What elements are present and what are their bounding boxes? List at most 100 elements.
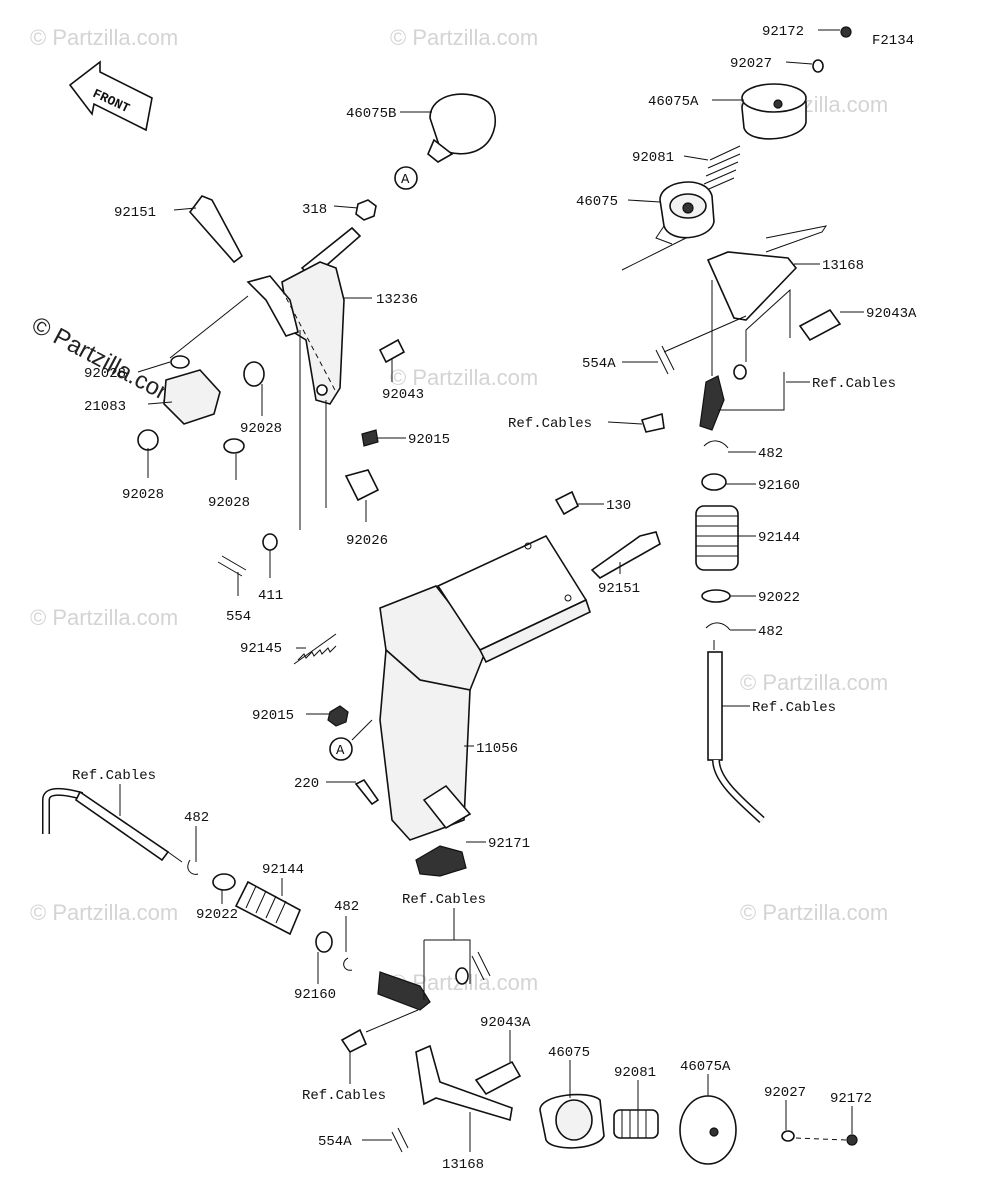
washer-92160 — [701, 473, 727, 491]
part-label: 46075B — [346, 106, 396, 122]
collar-92028 — [223, 438, 245, 454]
part-label: 46075 — [576, 194, 618, 210]
part-label: 554 — [226, 609, 251, 625]
callout-letter: A — [336, 743, 345, 759]
part-label: 92022 — [196, 907, 238, 923]
part-label: 92145 — [240, 641, 282, 657]
part-label: 220 — [294, 776, 319, 792]
eclip-482 — [187, 859, 199, 875]
part-label: Ref.Cables — [812, 376, 896, 392]
spring-92081-top — [701, 145, 741, 193]
part-labels: 46075B 318 92151 13236 92028 21083 92028… — [72, 24, 917, 1173]
part-label: 92160 — [294, 987, 336, 1003]
cotter-pin-554a-top — [655, 345, 675, 375]
watermark: © Partzilla.com — [740, 900, 888, 925]
part-label: Ref.Cables — [508, 416, 592, 432]
lever-13168-bottom — [415, 1044, 513, 1122]
spring-92145 — [297, 645, 337, 661]
stopper-92171 — [415, 845, 467, 877]
part-label: 92043A — [480, 1015, 531, 1031]
part-label: 92151 — [114, 205, 156, 221]
part-label: 11056 — [476, 741, 518, 757]
part-label: 92172 — [762, 24, 804, 40]
leader-lines — [119, 29, 864, 1152]
part-label: 92028 — [208, 495, 250, 511]
eclip-482 — [703, 440, 729, 449]
screw-220 — [354, 778, 380, 806]
screw-92172-bottom — [846, 1134, 858, 1146]
watermark-main: © Partzilla.com — [27, 311, 182, 411]
part-label: 13168 — [442, 1157, 484, 1173]
watermark: © Partzilla.com — [390, 25, 538, 50]
part-label: 554A — [318, 1134, 352, 1150]
part-label: 92160 — [758, 478, 800, 494]
watermark: © Partzilla.com — [30, 900, 178, 925]
lever-13168-top — [706, 251, 798, 321]
collar-92028 — [137, 429, 159, 451]
washer-411 — [262, 533, 278, 551]
bolt-92151-top — [188, 195, 244, 264]
roller-46075a-bottom — [679, 1095, 737, 1165]
cable-end-right — [707, 640, 765, 823]
diagram-code: F2134 — [872, 33, 914, 49]
eclip-482 — [343, 957, 353, 971]
pivot-21083 — [163, 369, 221, 425]
part-label: 46075A — [680, 1059, 731, 1075]
spring-92144-right — [695, 505, 739, 571]
part-label: 92027 — [730, 56, 772, 72]
nut-318 — [355, 199, 377, 221]
spring-92081-bottom — [613, 1109, 659, 1139]
callout-letter: A — [401, 172, 410, 188]
part-label: 92171 — [488, 836, 530, 852]
part-label: 21083 — [84, 399, 126, 415]
part-label: 92172 — [830, 1091, 872, 1107]
part-label: 13168 — [822, 258, 864, 274]
washer-92022-left — [212, 873, 236, 891]
part-label: 411 — [258, 588, 283, 604]
pin-92043 — [378, 338, 406, 364]
part-label: 92028 — [240, 421, 282, 437]
spring-92144-left — [234, 880, 302, 936]
part-label: 92026 — [346, 533, 388, 549]
collar-92028 — [243, 361, 265, 387]
part-label: 46075 — [548, 1045, 590, 1061]
part-label: 13236 — [376, 292, 418, 308]
cotter-pin-554a-bottom — [391, 1127, 409, 1153]
part-label: 92144 — [262, 862, 304, 878]
cable-end-left — [42, 787, 183, 863]
part-label: 482 — [758, 446, 783, 462]
cable-link-bottom — [377, 971, 431, 1011]
washer-92022-right — [701, 589, 731, 603]
callout-circle — [394, 166, 418, 190]
part-label: 92027 — [764, 1085, 806, 1101]
cotter-pin-554 — [217, 555, 247, 577]
eclip-482 — [705, 622, 731, 631]
part-label: Ref.Cables — [402, 892, 486, 908]
collar-92028 — [170, 355, 190, 369]
bolt-130 — [554, 490, 580, 516]
part-label: Ref.Cables — [302, 1088, 386, 1104]
part-label: 46075A — [648, 94, 699, 110]
front-arrow-icon: FRONT — [68, 60, 153, 132]
cable-link-top — [699, 375, 725, 431]
part-label: 92081 — [614, 1065, 656, 1081]
part-label: 92151 — [598, 581, 640, 597]
part-label: Ref.Cables — [72, 768, 156, 784]
roller-46075-top — [655, 181, 715, 245]
bolt-92151-mid — [590, 531, 661, 579]
part-label: 92015 — [408, 432, 450, 448]
pin-ref-cables-bottom — [340, 1028, 368, 1054]
nut-92015-mid — [327, 705, 349, 727]
roller-46075-bottom — [539, 1093, 605, 1149]
part-label: 482 — [758, 624, 783, 640]
part-label: 554A — [582, 356, 616, 372]
screw-92172-top — [840, 26, 852, 38]
knob-46075b — [427, 93, 496, 163]
roller-46075a-top — [741, 83, 807, 140]
part-label: 92015 — [252, 708, 294, 724]
clip-92015 — [361, 429, 379, 447]
watermark: © Partzilla.com — [390, 365, 538, 390]
pin-92043a-bottom — [474, 1060, 522, 1096]
